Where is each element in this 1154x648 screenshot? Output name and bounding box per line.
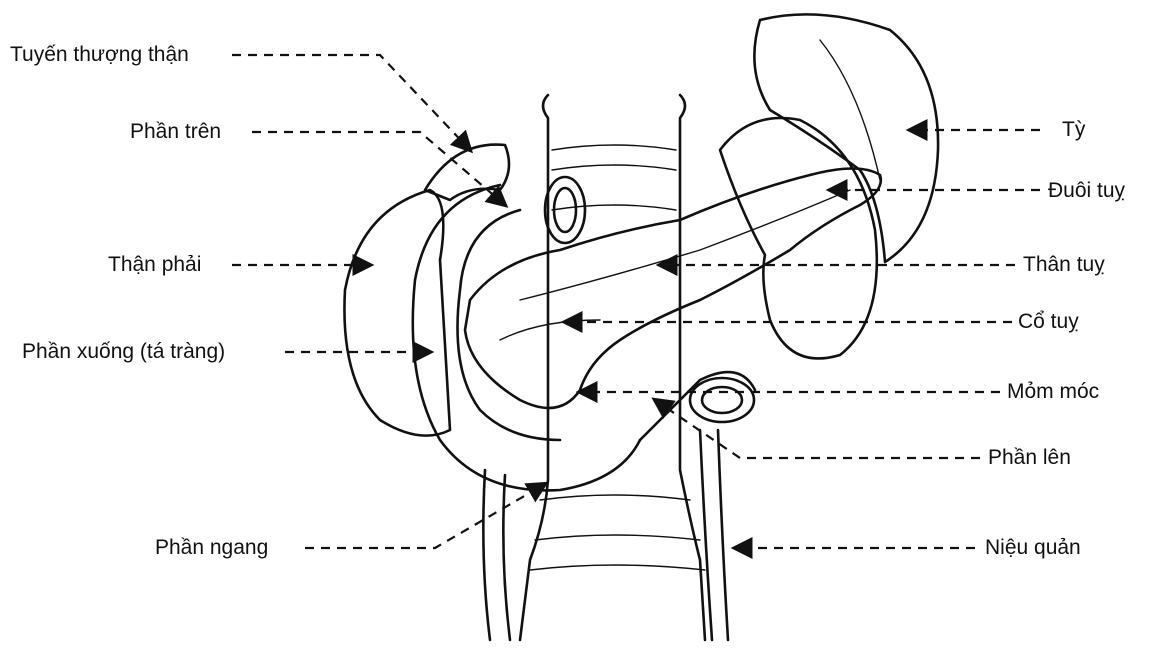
vertebral-column bbox=[520, 95, 705, 640]
label-pancreas-tail: Đuôi tuỵ bbox=[1048, 180, 1125, 201]
spleen bbox=[754, 14, 938, 262]
leader-lines-right bbox=[565, 130, 1040, 548]
duodenum bbox=[413, 177, 755, 490]
label-ascending-part: Phần lên bbox=[988, 447, 1071, 468]
label-horizontal-part: Phần ngang bbox=[155, 537, 268, 558]
label-uncinate-process: Mỏm móc bbox=[1007, 381, 1099, 402]
label-ureter: Niệu quản bbox=[985, 537, 1081, 558]
label-right-kidney: Thận phải bbox=[108, 254, 201, 275]
label-adrenal-gland: Tuyến thượng thận bbox=[10, 44, 189, 65]
label-superior-part: Phần trên bbox=[130, 121, 221, 142]
pancreas bbox=[465, 169, 881, 409]
label-pancreas-body: Thân tuỵ bbox=[1023, 254, 1105, 275]
label-spleen: Tỳ bbox=[1062, 119, 1085, 140]
label-descending-part: Phần xuống (tá tràng) bbox=[22, 341, 225, 362]
leader-lines-left bbox=[232, 55, 545, 548]
label-pancreas-neck: Cổ tuỵ bbox=[1018, 311, 1079, 332]
